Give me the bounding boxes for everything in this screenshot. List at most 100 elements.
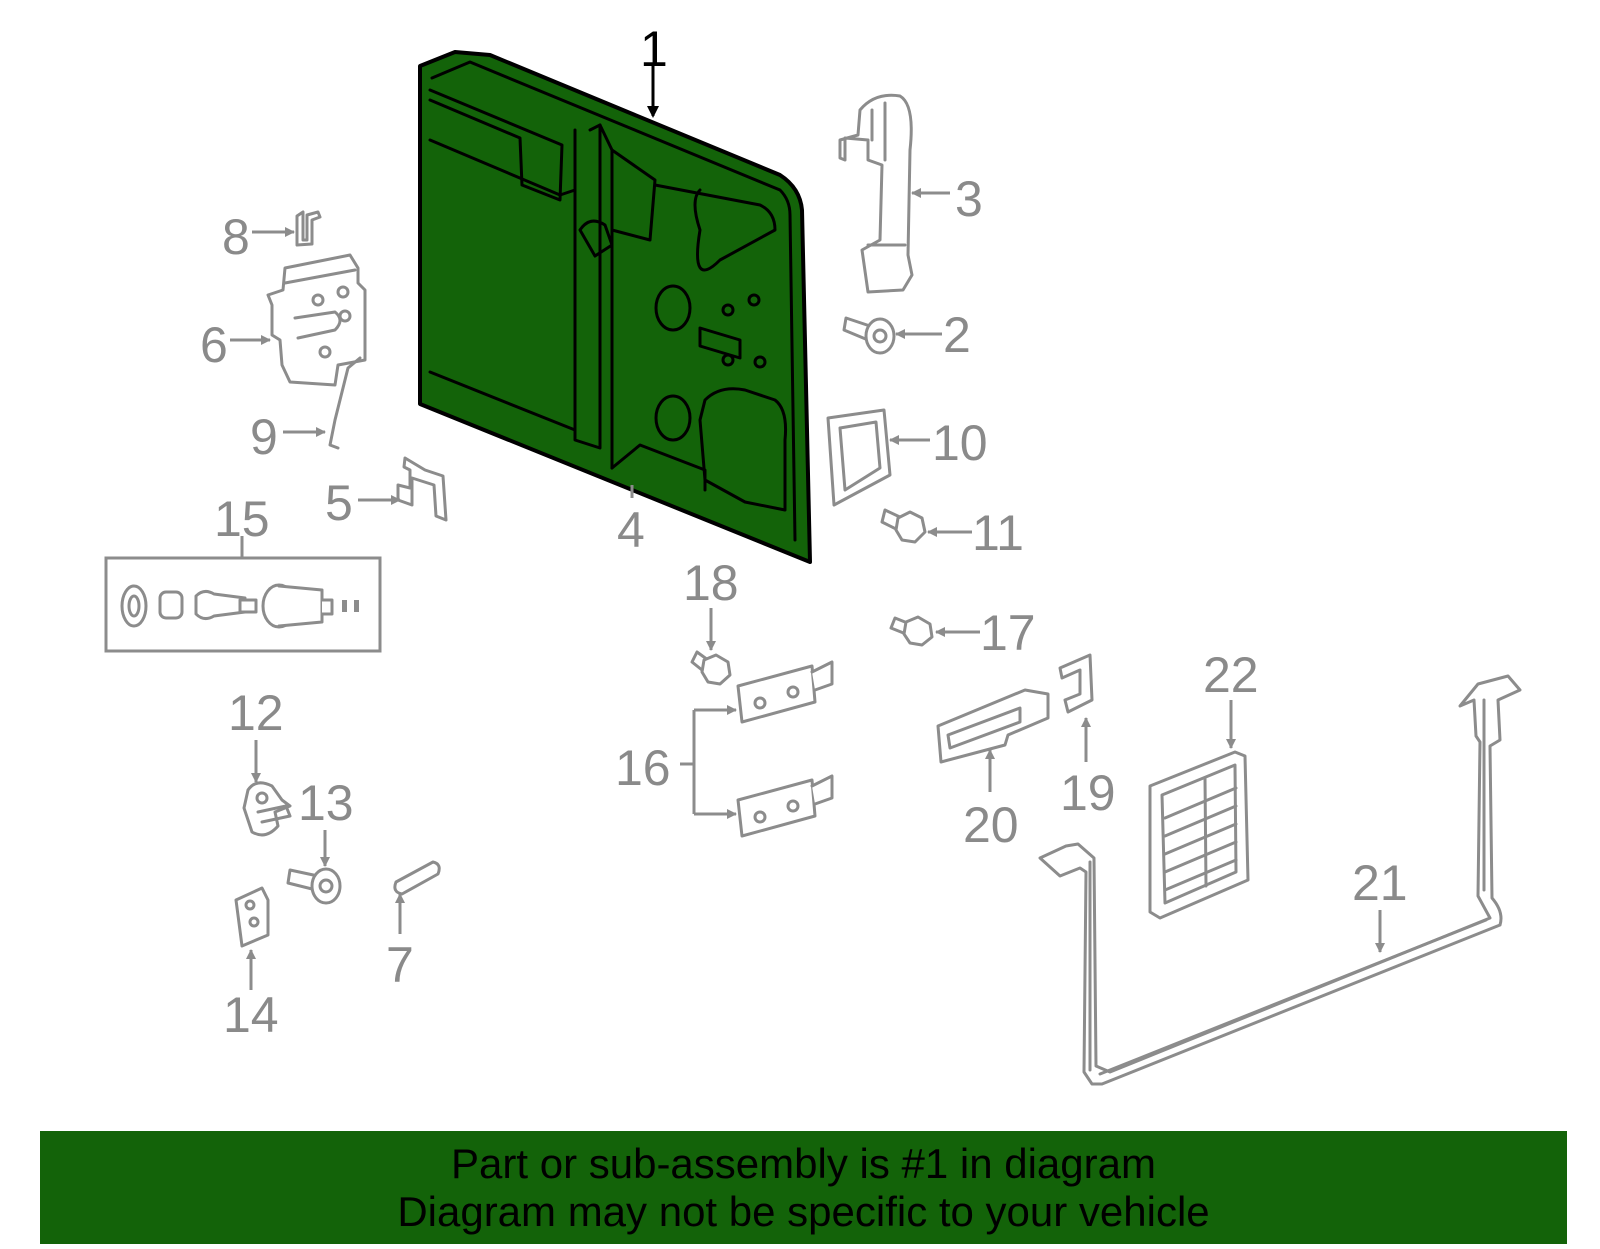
lock-kit-key-tab [238,598,258,614]
door-panel-small-hole-4 [753,355,767,369]
lock-kit-cylinder-body [277,584,324,628]
callout-15[interactable]: 15 [214,491,270,547]
hinge-lower-part-16[interactable] [736,774,834,838]
lock-kit-part-15[interactable] [104,556,382,653]
door-panel-bracket [698,326,742,360]
bolt-17-head [902,615,934,647]
weatherstrip-21-inner [1088,698,1488,1076]
clip-part-19[interactable] [1058,653,1094,714]
latch-6-hole-1 [311,293,325,307]
vent-22-divider [1203,776,1208,888]
vent-22-inner [1160,763,1238,905]
door-handle-part-3[interactable] [838,93,914,294]
callout-16[interactable]: 16 [615,740,671,796]
callout-17[interactable]: 17 [980,605,1036,661]
callout-14[interactable]: 14 [223,987,279,1043]
callout-4[interactable]: 4 [617,502,645,558]
pin-part-7[interactable] [393,860,441,896]
bezel-20-shape [936,688,1050,764]
vent-22-slat-3 [1163,822,1238,856]
striker-12-hole [255,791,269,805]
bracket-part-5[interactable] [396,456,448,522]
callout-20[interactable]: 20 [963,797,1019,853]
latch-6-top-edge [283,268,357,285]
striker-part-12[interactable] [242,781,292,837]
door-panel-hole-lower [654,394,692,442]
latch-part-6[interactable] [266,253,367,387]
bezel-20-inner [946,706,1022,750]
door-panel-vertical-channel [573,123,602,450]
door-panel-inner-frame [430,60,797,542]
callout-21[interactable]: 21 [1352,855,1408,911]
vent-22-slat-4 [1163,840,1238,874]
door-panel-hole-upper [654,284,692,332]
hinge-lower-hole-2 [786,799,800,813]
hinge-upper-hole-1 [753,696,767,710]
door-panel-lower-recess [610,443,707,492]
bolt-part-11[interactable] [880,508,927,544]
hinge-upper-hole-2 [786,685,800,699]
callout-6[interactable]: 6 [200,317,228,373]
door-handle-shape [838,93,914,294]
callout-1[interactable]: 1 [640,21,668,77]
rod-part-9[interactable] [328,356,362,450]
callout-7[interactable]: 7 [386,937,414,993]
vent-22-slat-2 [1163,804,1238,838]
hinge-lower-leaf [810,774,834,806]
clip-part-8[interactable] [295,210,322,247]
door-panel-upper-step [428,88,564,202]
bezel-part-20[interactable] [936,688,1050,764]
callout-5[interactable]: 5 [325,475,353,531]
bolt-part-2[interactable] [842,316,896,355]
callout-19[interactable]: 19 [1060,765,1116,821]
latch-6-hole-2 [336,285,350,299]
bolt-13-head [310,867,342,905]
latch-6-hole-4 [318,345,332,359]
hinge-lower-plate [736,778,817,838]
bolt-part-18[interactable] [690,650,732,686]
info-banner: Part or sub-assembly is #1 in diagram Di… [40,1131,1567,1244]
lock-kit-ring-inner [127,594,141,618]
plate-part-14[interactable] [234,886,270,948]
callout-13[interactable]: 13 [298,775,354,831]
callout-2[interactable]: 2 [943,307,971,363]
callout-18[interactable]: 18 [683,555,739,611]
hinge-upper-plate [736,664,817,724]
door-panel-center-rib [588,123,657,470]
vent-part-22[interactable] [1148,750,1250,920]
callout-22[interactable]: 22 [1203,647,1259,703]
hinge-upper-leaf [810,660,834,692]
banner-line-1: Part or sub-assembly is #1 in diagram [451,1139,1156,1187]
vent-22-slat-5 [1163,858,1238,892]
door-panel-handle-pocket [578,219,614,258]
bolt-2-head [864,317,896,355]
bolt-13-socket [318,878,334,894]
seal-10-inner [838,420,882,492]
weatherstrip-part-21[interactable] [1038,674,1522,1086]
bolt-part-13[interactable] [286,867,342,905]
door-panel-part-1[interactable] [418,50,812,564]
seal-part-10[interactable] [826,408,892,507]
lock-kit-clip [158,590,184,620]
door-handle-detail [866,101,907,247]
door-panel-small-hole-1 [721,303,735,317]
callout-3[interactable]: 3 [955,171,983,227]
hinge-upper-part-16[interactable] [736,660,834,724]
latch-6-slot [293,310,342,340]
weatherstrip-21-shape [1038,674,1522,1086]
door-panel-latch-pocket [698,387,787,512]
callout-11[interactable]: 11 [972,505,1024,561]
door-panel-upper-bulge [653,183,777,272]
callout-8[interactable]: 8 [222,209,250,265]
lock-kit-cylinder-end [320,598,334,616]
callout-12[interactable]: 12 [228,685,284,741]
callout-9[interactable]: 9 [250,409,278,465]
bolt-part-17[interactable] [889,615,934,647]
door-panel-shape [418,50,812,564]
plate-14-hole-1 [244,899,256,911]
bolt-2-socket [872,328,888,344]
vent-22-slat-1 [1163,786,1238,820]
callout-10[interactable]: 10 [932,415,988,471]
